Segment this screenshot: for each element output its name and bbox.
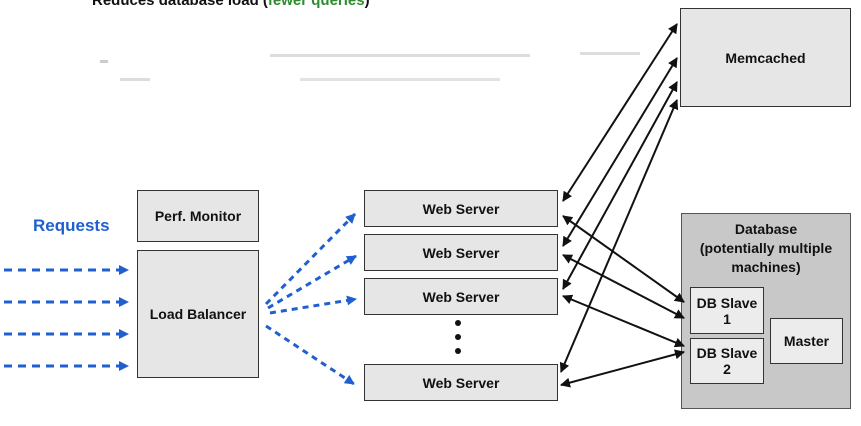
ws2-memcached: [562, 57, 678, 247]
memcached-box: Memcached: [680, 8, 851, 107]
requests-label: Requests: [33, 216, 110, 235]
perf-monitor-box: Perf. Monitor: [137, 190, 259, 242]
more-servers-ellipsis: [455, 318, 461, 358]
web-server-4: Web Server: [364, 364, 558, 401]
ws2-db-slave1: [562, 254, 685, 319]
load-balancer-box: Load Balancer: [137, 250, 259, 378]
web-server-3: Web Server: [364, 278, 558, 315]
lb-arrow-ws3: [269, 295, 357, 315]
db-slave-2-box: DB Slave 2: [690, 338, 764, 384]
lb-arrow-ws4: [265, 324, 355, 386]
ws3-db-slave2: [562, 294, 685, 348]
header-fragment: Reduces database load (fewer queries): [92, 0, 370, 9]
header-fragment-suffix: ): [364, 0, 370, 9]
ws4-memcached: [559, 99, 679, 373]
ws4-db-slave2: [560, 349, 685, 388]
header-fragment-prefix: Reduces database load (: [92, 0, 268, 9]
ws1-db-slave1: [562, 215, 685, 303]
lb-arrow-ws2: [267, 254, 357, 310]
web-server-2: Web Server: [364, 234, 558, 271]
master-box: Master: [770, 318, 843, 364]
db-slave-1-box: DB Slave 1: [690, 287, 764, 334]
database-title: Database (potentially multiple machines): [699, 221, 833, 275]
header-fragment-highlight: fewer queries: [267, 0, 365, 9]
lb-arrow-ws1: [264, 212, 357, 306]
web-server-1: Web Server: [364, 190, 558, 227]
